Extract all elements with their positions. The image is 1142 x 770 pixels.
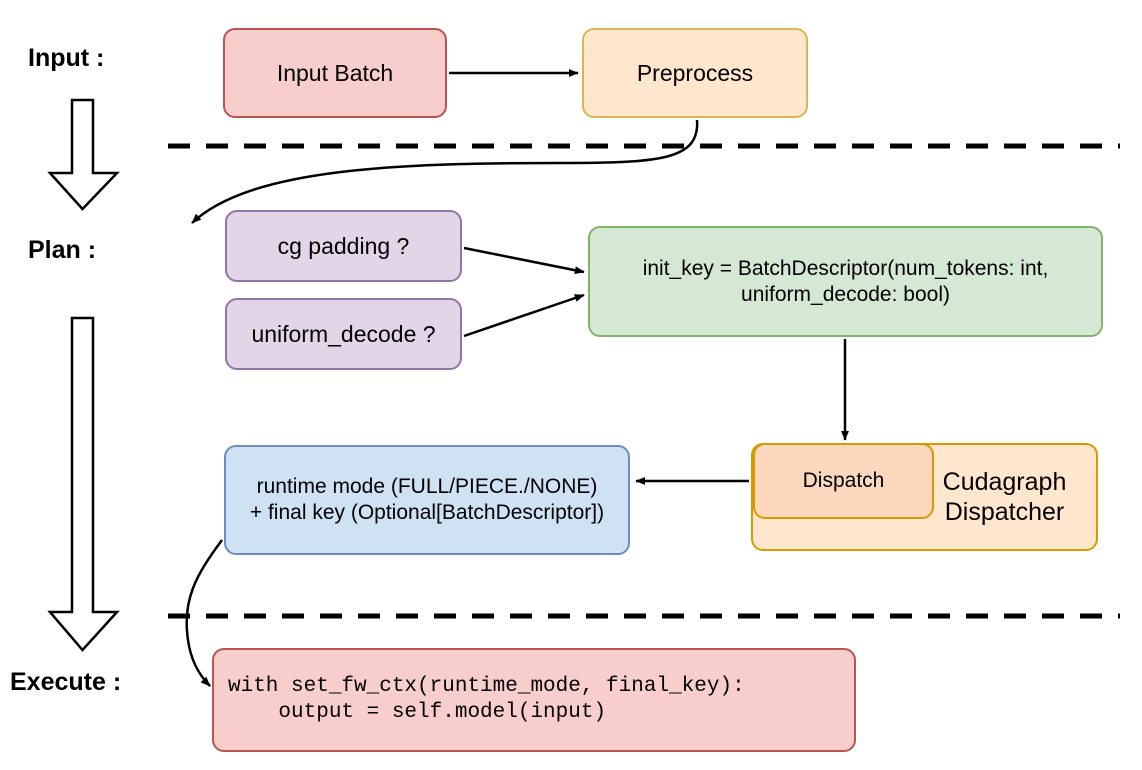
node-dispatch[interactable]: Dispatch xyxy=(753,443,934,519)
node-cg-padding[interactable]: cg padding ? xyxy=(225,210,462,282)
node-init-key-line2: uniform_decode: bool) xyxy=(741,282,950,306)
node-execute-code[interactable]: with set_fw_ctx(runtime_mode, final_key)… xyxy=(212,648,856,752)
node-runtime-mode-line2: + final key (Optional[BatchDescriptor]) xyxy=(249,501,605,524)
node-uniform-decode-label: uniform_decode ? xyxy=(251,320,436,347)
node-execute-code-line1: with set_fw_ctx(runtime_mode, final_key)… xyxy=(228,675,745,699)
node-input-batch-label: Input Batch xyxy=(276,59,394,86)
edge-uniform-decode-to-init-key xyxy=(463,293,585,338)
node-preprocess[interactable]: Preprocess xyxy=(582,28,808,118)
input-to-plan-block-arrow xyxy=(47,98,120,211)
node-runtime-mode[interactable]: runtime mode (FULL/PIECE./NONE) + final … xyxy=(224,445,630,555)
node-input-batch[interactable]: Input Batch xyxy=(223,28,447,118)
node-cg-padding-label: cg padding ? xyxy=(277,232,410,259)
node-init-key[interactable]: init_key = BatchDescriptor(num_tokens: i… xyxy=(588,226,1103,337)
node-cudagraph-dispatcher-line2: Dispatcher xyxy=(944,498,1065,526)
stage-label-plan: Plan : xyxy=(28,236,97,264)
node-preprocess-label: Preprocess xyxy=(636,59,754,86)
node-runtime-mode-line1: runtime mode (FULL/PIECE./NONE) xyxy=(256,475,598,499)
node-execute-code-line2: output = self.model(input) xyxy=(228,701,607,724)
node-cudagraph-dispatcher-line1: Cudagraph xyxy=(942,467,1067,496)
stage-label-input: Input : xyxy=(28,44,105,72)
plan-to-execute-block-arrow xyxy=(47,316,120,652)
node-dispatch-label: Dispatch xyxy=(802,469,885,493)
edge-cg-padding-to-init-key xyxy=(463,246,585,275)
node-init-key-line1: init_key = BatchDescriptor(num_tokens: i… xyxy=(642,256,1049,280)
stage-label-execute: Execute : xyxy=(10,668,122,696)
node-uniform-decode[interactable]: uniform_decode ? xyxy=(225,298,462,370)
edge-preprocess-to-cg-padding xyxy=(191,119,699,224)
